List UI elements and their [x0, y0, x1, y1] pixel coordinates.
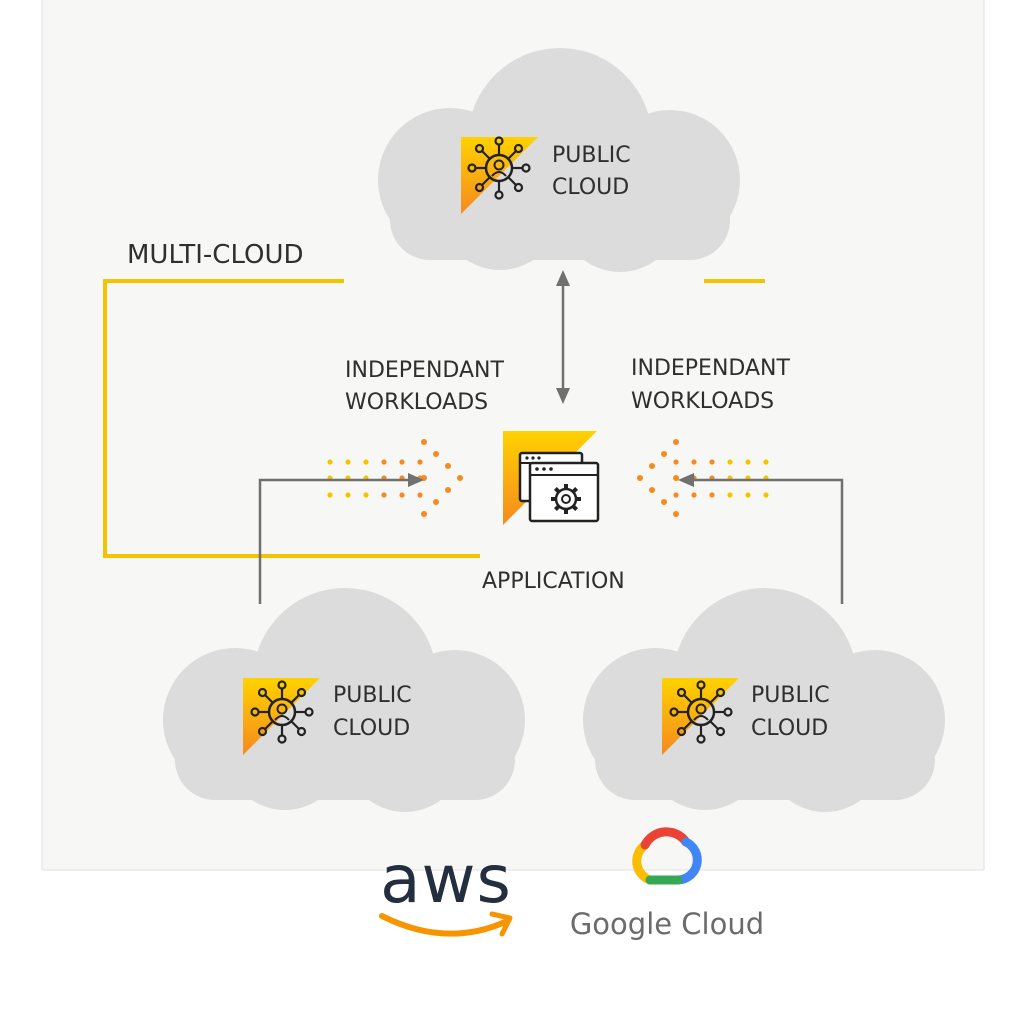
dot — [421, 511, 427, 517]
dot — [433, 499, 439, 505]
dot — [745, 459, 751, 465]
dot — [417, 492, 423, 498]
dot — [673, 439, 679, 445]
workloads-left-line2: WORKLOADS — [345, 390, 488, 415]
workloads-right-line1: INDEPENDANT — [631, 356, 790, 381]
dot — [417, 459, 423, 465]
cloud-label-line1: PUBLIC — [751, 683, 830, 708]
dot — [649, 487, 655, 493]
google-cloud-logo: Google Cloud — [570, 827, 764, 941]
dot — [381, 492, 387, 498]
dot — [445, 487, 451, 493]
dotted-arrow-right — [327, 439, 463, 517]
dot — [457, 475, 463, 481]
flow-arrow-left — [258, 473, 424, 604]
google-cloud-logo-text: Google Cloud — [570, 907, 764, 941]
dot — [661, 499, 667, 505]
accent-triangle — [461, 137, 538, 214]
dot — [763, 492, 769, 498]
dot — [673, 459, 679, 465]
dot — [433, 451, 439, 457]
dot — [637, 475, 643, 481]
dot — [661, 451, 667, 457]
dot — [727, 459, 733, 465]
cloud-label-line1: PUBLIC — [333, 683, 412, 708]
dot — [709, 492, 715, 498]
dot — [673, 492, 679, 498]
dot — [673, 475, 679, 481]
cloud-bottom-left: PUBLIC CLOUD — [163, 588, 525, 812]
cloud-label-line1: PUBLIC — [552, 143, 631, 168]
dot — [745, 492, 751, 498]
google-cloud-icon — [632, 827, 702, 885]
dot — [327, 459, 333, 465]
dot — [691, 492, 697, 498]
cloud-label-line2: CLOUD — [751, 716, 828, 741]
application-label: APPLICATION — [482, 569, 625, 594]
multi-cloud-bracket — [103, 279, 480, 558]
dot — [727, 492, 733, 498]
workloads-left-line1: INDEPENDANT — [345, 358, 504, 383]
dot — [445, 463, 451, 469]
dot — [649, 463, 655, 469]
flow-arrow-right — [678, 473, 844, 604]
cloud-label-line2: CLOUD — [552, 175, 629, 200]
dot — [421, 439, 427, 445]
double-arrow-vertical — [556, 270, 570, 404]
cloud-top: PUBLIC CLOUD — [378, 48, 740, 272]
aws-smile-tip — [489, 911, 513, 937]
dot — [691, 459, 697, 465]
dot — [763, 459, 769, 465]
gear-icon — [551, 484, 581, 514]
dot — [673, 511, 679, 517]
dot — [345, 459, 351, 465]
cloud-bottom-right: PUBLIC CLOUD — [583, 588, 945, 812]
application-icon — [503, 431, 600, 525]
dot — [363, 492, 369, 498]
dotted-arrow-left — [637, 439, 769, 517]
dot — [709, 459, 715, 465]
dot — [399, 492, 405, 498]
dot — [381, 459, 387, 465]
aws-logo-text: aws — [380, 841, 512, 918]
aws-smile — [379, 913, 508, 937]
dot — [345, 492, 351, 498]
aws-logo: aws — [379, 841, 513, 937]
cloud-label-line2: CLOUD — [333, 716, 410, 741]
dot — [363, 459, 369, 465]
dot — [327, 492, 333, 498]
workloads-right-line2: WORKLOADS — [631, 389, 774, 414]
dot — [399, 459, 405, 465]
multi-cloud-label: MULTI-CLOUD — [127, 240, 304, 270]
